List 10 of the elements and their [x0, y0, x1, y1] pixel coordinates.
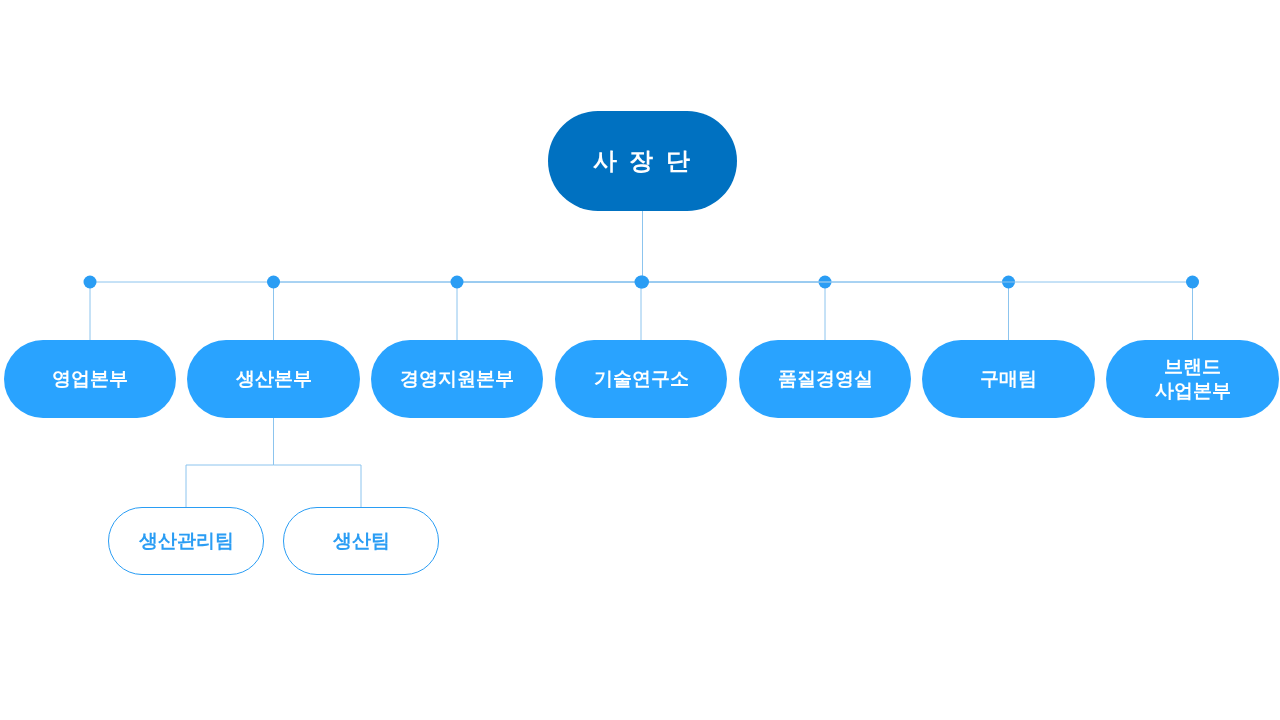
- team-box: 생산팀: [283, 507, 439, 575]
- division-box: 영업본부: [4, 340, 176, 418]
- division-box: 생산본부: [187, 340, 360, 418]
- division-box: 기술연구소: [555, 340, 727, 418]
- team-box: 생산관리팀: [108, 507, 264, 575]
- division-box: 경영지원본부: [371, 340, 543, 418]
- division-box: 품질경영실: [739, 340, 911, 418]
- executive-box: 사 장 단: [548, 111, 737, 211]
- division-box: 구매팀: [922, 340, 1095, 418]
- division-box: 브랜드 사업본부: [1106, 340, 1279, 418]
